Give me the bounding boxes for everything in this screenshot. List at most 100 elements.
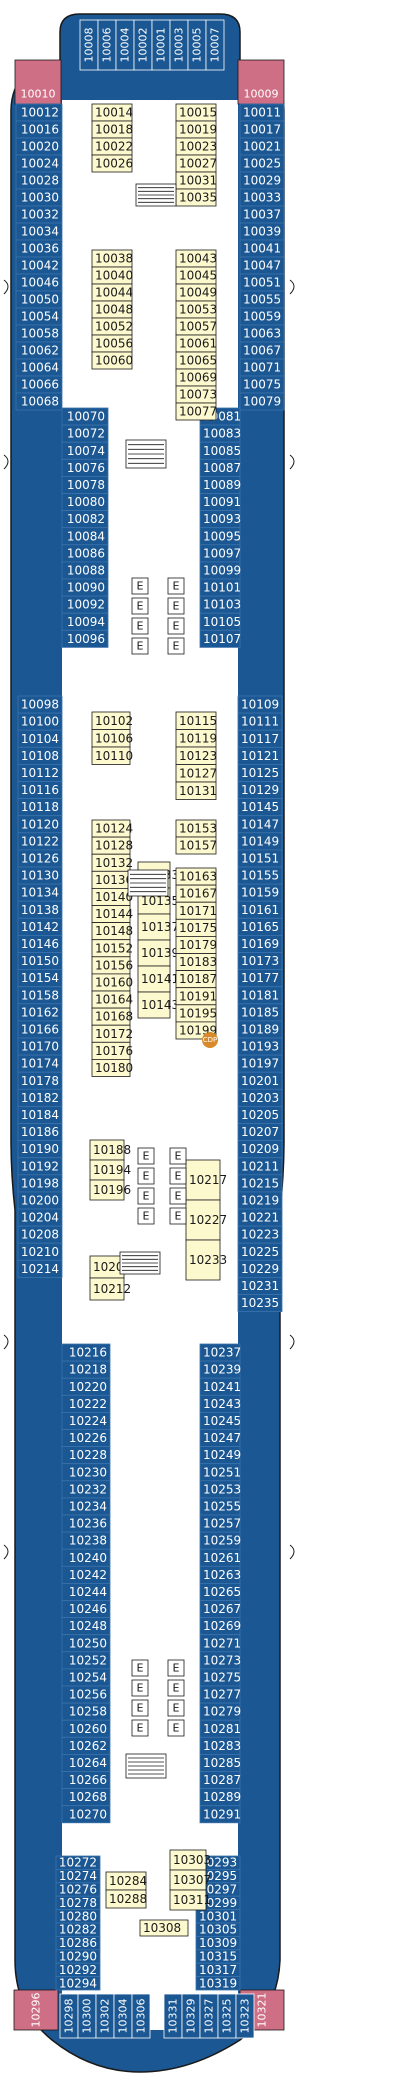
inside-cabin[interactable]: 10167 — [175, 884, 217, 903]
cabin[interactable]: 10159 — [237, 883, 283, 902]
inside-cabin[interactable]: 10284 — [105, 1871, 147, 1891]
cabin[interactable]: 10036 — [15, 239, 63, 258]
cabin[interactable]: 10239 — [199, 1360, 241, 1379]
inside-cabin[interactable]: 10195 — [175, 1004, 217, 1023]
inside-cabin[interactable]: 10233 — [185, 1239, 227, 1281]
cabin[interactable]: 10256 — [61, 1685, 111, 1704]
cabin[interactable]: 10125 — [237, 764, 283, 782]
cabin[interactable]: 10265 — [199, 1583, 241, 1601]
inside-cabin[interactable]: 10043 — [175, 249, 217, 268]
cabin[interactable]: 10250 — [61, 1634, 111, 1653]
cabin[interactable]: 10182 — [17, 1088, 63, 1107]
cabin[interactable]: 10150 — [17, 952, 63, 971]
inside-cabin[interactable]: 10164 — [91, 990, 133, 1009]
cabin[interactable]: 10001 — [151, 19, 171, 71]
cabin[interactable]: 10305 — [195, 1922, 241, 1937]
cabin[interactable]: 10189 — [237, 1020, 283, 1039]
cabin[interactable]: 10142 — [17, 917, 63, 936]
inside-cabin[interactable]: 10061 — [175, 334, 217, 353]
cabin[interactable]: 10277 — [199, 1685, 241, 1704]
cabin[interactable]: 10178 — [17, 1071, 63, 1090]
cabin[interactable]: 10095 — [199, 527, 241, 546]
inside-cabin[interactable]: 10152 — [91, 939, 133, 958]
cabin[interactable]: 10059 — [239, 307, 285, 326]
cabin[interactable]: 10260 — [61, 1719, 111, 1738]
cabin[interactable]: 10054 — [15, 307, 63, 326]
cabin[interactable]: 10268 — [61, 1788, 111, 1807]
inside-cabin[interactable]: 10023 — [175, 137, 217, 156]
cabin[interactable]: 10198 — [17, 1174, 63, 1193]
inside-cabin[interactable]: 10035 — [175, 188, 217, 207]
cabin[interactable]: 10025 — [239, 154, 285, 173]
cabin[interactable]: 10005 — [187, 19, 207, 71]
inside-cabin[interactable]: 10019 — [175, 120, 217, 139]
inside-cabin[interactable]: 10143 — [137, 991, 179, 1019]
cabin[interactable]: 10037 — [239, 205, 285, 224]
inside-cabin[interactable]: 10065 — [175, 351, 217, 370]
inside-cabin[interactable]: 10136 — [91, 870, 133, 889]
cabin[interactable]: 10259 — [199, 1531, 241, 1550]
inside-cabin[interactable]: 10045 — [175, 266, 217, 285]
inside-cabin[interactable]: 10194 — [89, 1159, 131, 1181]
cabin[interactable]: 10271 — [199, 1634, 241, 1653]
inside-cabin[interactable]: 10038 — [91, 249, 133, 268]
inside-cabin[interactable]: 10188 — [89, 1139, 131, 1161]
cabin[interactable]: 10254 — [61, 1668, 111, 1687]
cabin[interactable]: 10207 — [237, 1123, 283, 1142]
cabin[interactable]: 10208 — [17, 1225, 63, 1244]
cabin[interactable]: 10116 — [17, 781, 63, 800]
inside-cabin[interactable]: 10311 — [169, 1889, 211, 1911]
cabin[interactable]: 10226 — [61, 1429, 111, 1448]
cabin[interactable]: 10066 — [15, 375, 63, 394]
cabin[interactable]: 10274 — [55, 1869, 101, 1884]
cabin[interactable]: 10222 — [61, 1394, 111, 1413]
cabin[interactable]: 10246 — [61, 1600, 111, 1619]
cabin[interactable]: 10146 — [17, 935, 63, 953]
cabin[interactable]: 10042 — [15, 256, 63, 275]
inside-cabin[interactable]: 10163 — [175, 867, 217, 886]
cabin[interactable]: 10174 — [17, 1054, 63, 1073]
inside-cabin[interactable]: 10171 — [175, 901, 217, 920]
cabin[interactable]: 10331 — [163, 1993, 183, 2039]
cabin[interactable]: 10317 — [195, 1962, 241, 1977]
inside-cabin[interactable]: 10014 — [91, 103, 133, 122]
cabin[interactable]: 10161 — [237, 900, 283, 919]
cabin[interactable]: 10118 — [17, 798, 63, 817]
cabin[interactable]: 10169 — [237, 935, 283, 953]
cabin[interactable]: 10088 — [61, 561, 109, 580]
cabin[interactable]: 10122 — [17, 832, 63, 851]
cabin[interactable]: 10263 — [199, 1565, 241, 1584]
inside-cabin[interactable]: 10172 — [91, 1024, 133, 1043]
cabin[interactable]: 10002 — [133, 19, 153, 71]
inside-cabin[interactable]: 10179 — [175, 936, 217, 954]
cabin[interactable]: 10058 — [15, 324, 63, 343]
inside-cabin[interactable]: 10191 — [175, 987, 217, 1006]
inside-cabin[interactable]: 10022 — [91, 137, 133, 156]
cabin[interactable]: 10064 — [15, 358, 63, 377]
inside-cabin[interactable]: 10069 — [175, 368, 217, 387]
cabin[interactable]: 10244 — [61, 1583, 111, 1601]
cabin[interactable]: 10252 — [61, 1651, 111, 1670]
cabin[interactable]: 10117 — [237, 729, 283, 748]
cabin[interactable]: 10240 — [61, 1548, 111, 1567]
cabin[interactable]: 10232 — [61, 1480, 111, 1499]
cabin[interactable]: 10075 — [239, 375, 285, 394]
cabin[interactable]: 10190 — [17, 1140, 63, 1159]
inside-cabin[interactable]: 10128 — [91, 836, 133, 855]
cabin[interactable]: 10097 — [199, 544, 241, 563]
cabin[interactable]: 10267 — [199, 1600, 241, 1619]
inside-cabin[interactable]: 10044 — [91, 283, 133, 302]
cabin[interactable]: 10138 — [17, 900, 63, 919]
cabin[interactable]: 10162 — [17, 1003, 63, 1022]
cabin[interactable]: 10257 — [199, 1514, 241, 1533]
cabin[interactable]: 10112 — [17, 764, 63, 782]
cabin[interactable]: 10062 — [15, 341, 63, 360]
cabin[interactable]: 10325 — [217, 1993, 237, 2039]
cabin[interactable]: 10273 — [199, 1651, 241, 1670]
cabin[interactable]: 10255 — [199, 1497, 241, 1516]
inside-cabin[interactable]: 10052 — [91, 317, 133, 336]
inside-cabin[interactable]: 10115 — [175, 711, 217, 730]
cabin[interactable]: 10197 — [237, 1054, 283, 1073]
cabin[interactable]: 10130 — [17, 866, 63, 885]
cabin[interactable]: 10285 — [199, 1754, 241, 1772]
